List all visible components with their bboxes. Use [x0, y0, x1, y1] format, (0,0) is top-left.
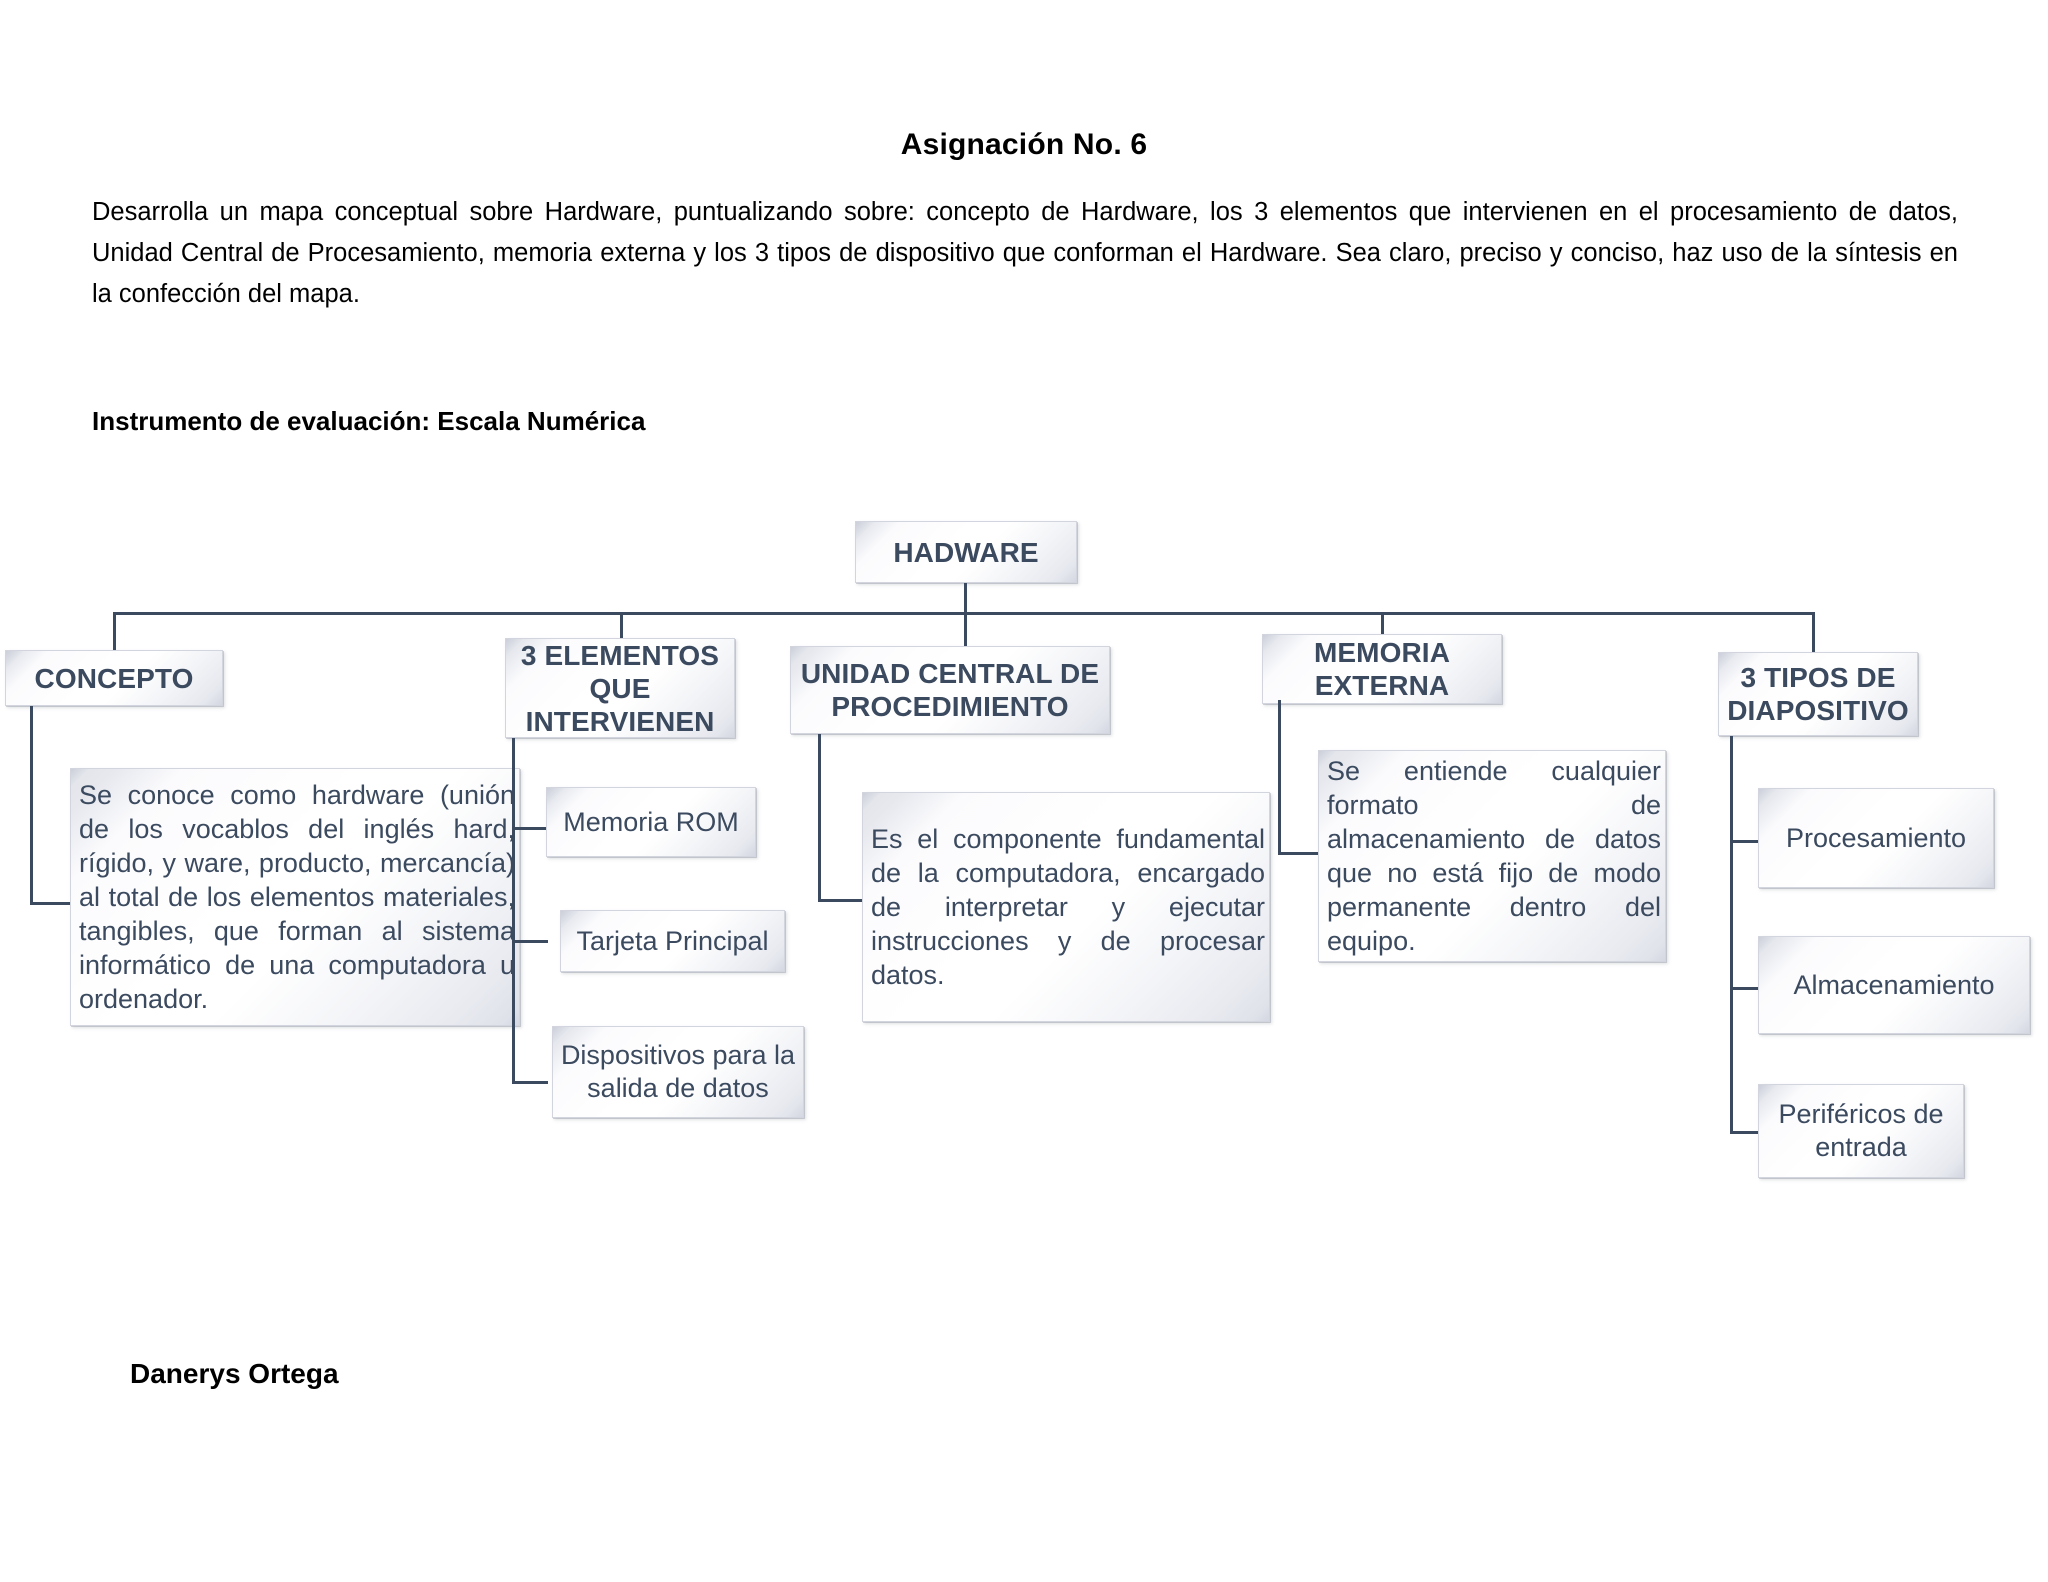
node-concepto-label: CONCEPTO: [34, 662, 194, 694]
node-procesamiento[interactable]: Procesamiento: [1758, 788, 1994, 888]
node-procesamiento-label: Procesamiento: [1785, 822, 1967, 853]
node-unidad-central-detail[interactable]: Es el componente fundamental de la compu…: [862, 792, 1270, 1022]
connector-drop-concepto: [113, 612, 116, 650]
connector-drop-tres-tipos: [1812, 612, 1815, 652]
node-memoria-rom[interactable]: Memoria ROM: [546, 787, 756, 857]
node-almacenamiento-label: Almacenamiento: [1793, 969, 1995, 1000]
connector-tres-elementos-child-2: [512, 940, 548, 943]
node-memoria-externa[interactable]: MEMORIA EXTERNA: [1262, 634, 1502, 704]
node-almacenamiento[interactable]: Almacenamiento: [1758, 936, 2030, 1034]
page-title: Asignación No. 6: [900, 128, 1148, 161]
connector-tres-elementos-spine: [512, 738, 515, 1083]
node-dispositivos-salida-label: Dispositivos para la salida de datos: [560, 1040, 796, 1103]
node-hadware-label: HADWARE: [893, 536, 1039, 568]
connector-tres-tipos-spine: [1730, 736, 1733, 1134]
connector-drop-unidad-central: [964, 612, 967, 646]
connector-tres-tipos-child-3: [1730, 1131, 1760, 1134]
evaluation-instrument-label: Instrumento de evaluación: Escala Numéri…: [92, 406, 646, 436]
node-hadware[interactable]: HADWARE: [855, 521, 1077, 583]
node-tres-tipos-label: 3 TIPOS DE DIAPOSITIVO: [1727, 662, 1909, 726]
connector-unidad-central-detail-v: [818, 734, 821, 902]
node-unidad-central-label: UNIDAD CENTRAL DE PROCEDIMIENTO: [800, 658, 1100, 722]
node-unidad-central[interactable]: UNIDAD CENTRAL DE PROCEDIMIENTO: [790, 646, 1110, 734]
node-concepto-detail[interactable]: Se conoce como hardware (unión de los vo…: [70, 768, 520, 1026]
node-memoria-rom-label: Memoria ROM: [563, 806, 739, 837]
node-memoria-externa-label: MEMORIA EXTERNA: [1313, 637, 1451, 701]
node-concepto-detail-text: Se conoce como hardware (unión de los vo…: [79, 780, 515, 1014]
node-perifericos-entrada-label: Periféricos de entrada: [1778, 1099, 1944, 1162]
node-dispositivos-salida[interactable]: Dispositivos para la salida de datos: [552, 1026, 804, 1118]
connector-tres-elementos-child-1: [512, 827, 548, 830]
connector-concepto-detail-h: [30, 902, 72, 905]
node-concepto[interactable]: CONCEPTO: [5, 650, 223, 706]
connector-concepto-detail-v: [30, 706, 33, 905]
node-tres-elementos-label: 3 ELEMENTOS QUE INTERVIENEN: [520, 639, 720, 737]
node-tarjeta-principal-label: Tarjeta Principal: [576, 925, 769, 956]
connector-memoria-externa-detail-v: [1278, 700, 1281, 855]
assignment-instructions: Desarrolla un mapa conceptual sobre Hard…: [92, 198, 1958, 308]
node-perifericos-entrada[interactable]: Periféricos de entrada: [1758, 1084, 1964, 1178]
connector-memoria-externa-detail-h: [1278, 852, 1322, 855]
connector-drop-memoria-externa: [1381, 612, 1384, 634]
author-name: Danerys Ortega: [130, 1358, 339, 1389]
node-tres-tipos[interactable]: 3 TIPOS DE DIAPOSITIVO: [1718, 652, 1918, 736]
connector-tres-tipos-child-1: [1730, 840, 1760, 843]
node-unidad-central-detail-text: Es el componente fundamental de la compu…: [871, 824, 1265, 990]
connector-tres-elementos-child-3: [512, 1081, 548, 1084]
node-memoria-externa-detail-text: Se entiende cualquier formato de almacen…: [1327, 756, 1661, 956]
node-tres-elementos[interactable]: 3 ELEMENTOS QUE INTERVIENEN: [505, 638, 735, 738]
node-memoria-externa-detail[interactable]: Se entiende cualquier formato de almacen…: [1318, 750, 1666, 962]
connector-drop-tres-elementos: [620, 612, 623, 640]
connector-tres-tipos-child-2: [1730, 987, 1760, 990]
node-tarjeta-principal[interactable]: Tarjeta Principal: [560, 910, 785, 972]
connector-unidad-central-detail-h: [818, 899, 864, 902]
connector-root-stem: [964, 583, 967, 614]
